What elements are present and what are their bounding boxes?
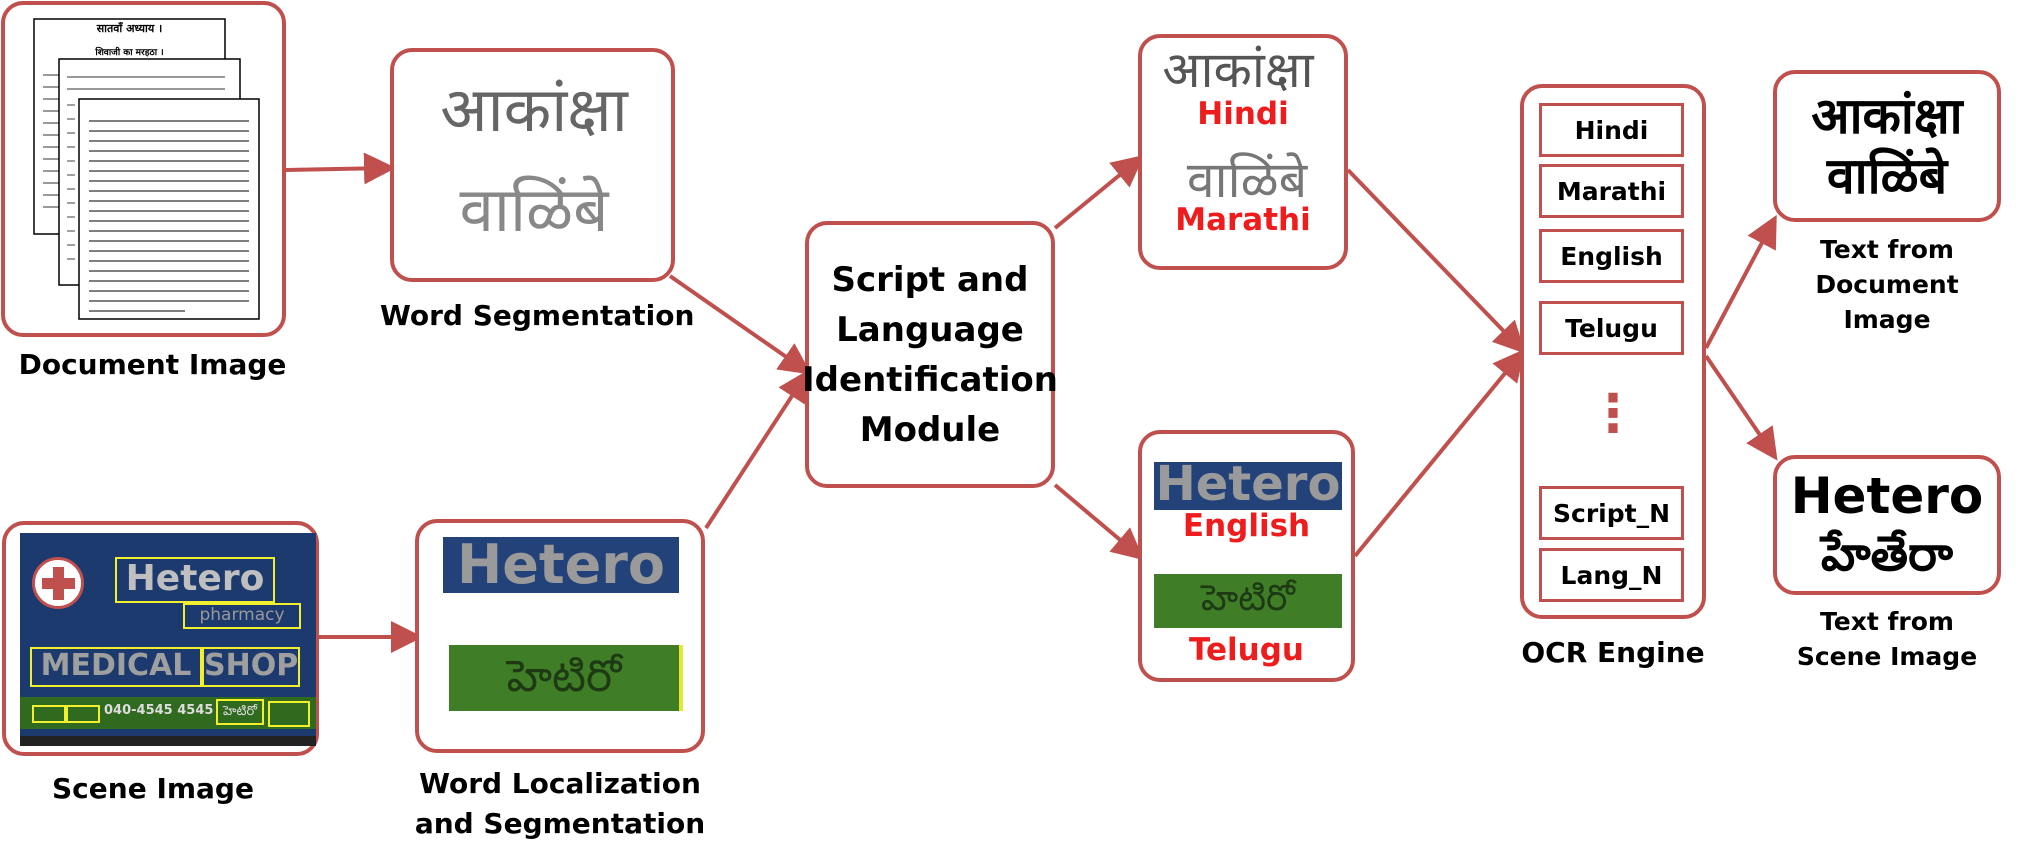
ocr-item-telugu: Telugu (1539, 301, 1684, 355)
localized-english-word: Hetero (443, 533, 679, 596)
document-subtitle: शिवाजी का मरहठा । (95, 48, 164, 58)
identified-telugu-word: హెటిరో (1154, 574, 1342, 628)
arrow-module-to-hindi-marathi (1053, 154, 1145, 230)
text-from-scene-line2: Scene Image (1796, 642, 1978, 671)
text-from-document-line1: Text from (1820, 235, 1954, 264)
scene-image-label: Scene Image (52, 772, 254, 805)
arrow-document-to-segmentation (284, 152, 396, 185)
ocr-item-english: English (1539, 229, 1684, 283)
arrow-localization-to-module (704, 369, 810, 530)
sign-telugu-small: హెటిరో (216, 699, 264, 725)
segmented-hindi-word: आकांक्षा (440, 73, 628, 146)
telugu-language-label: Telugu (1188, 632, 1304, 668)
ocr-item-lang-n: Lang_N (1539, 548, 1684, 602)
identified-english-word: Hetero (1154, 462, 1342, 510)
ocr-item-script-n: Script_N (1539, 486, 1684, 540)
identified-marathi-word: वाळिंबे (1186, 151, 1308, 209)
sign-sub: pharmacy (183, 603, 301, 629)
ocr-item-marathi: Marathi (1539, 164, 1684, 218)
ocr-engine-box: Hindi Marathi English Telugu ⋮ Script_N … (1520, 84, 1706, 619)
arrow-ocr-to-document-text (1704, 214, 1777, 349)
sign-bottom-strip: 040-4545 4545 హెటిరో (20, 697, 316, 729)
sign-brand: Hetero (115, 557, 275, 603)
word-localization-label-line1: Word Localization (419, 767, 701, 800)
english-telugu-box: Hetero English హెటిరో Telugu (1138, 430, 1355, 682)
text-from-document-label: Text from Document Image (1787, 232, 1987, 337)
module-title-line1: Script and (831, 259, 1029, 300)
word-localization-label-line2: and Segmentation (414, 807, 706, 840)
sign-phone: 040-4545 4545 (104, 703, 214, 718)
output-telugu-text: హేతేరా (1821, 526, 1953, 582)
text-from-document-line2: Document (1815, 270, 1959, 299)
module-title-line3: Identification (802, 359, 1058, 400)
localized-telugu-word: హెటిరో (449, 645, 683, 711)
sign-word-medical: MEDICAL (30, 647, 202, 687)
arrow-module-to-english-telugu (1053, 483, 1145, 561)
document-text-output-box: आकांक्षा वाळिंबे (1773, 70, 2001, 222)
ocr-item-hindi: Hindi (1539, 103, 1684, 157)
script-language-module-box: Script and Language Identification Modul… (802, 221, 1058, 488)
text-from-scene-label: Text from Scene Image (1787, 604, 1987, 674)
arrow-segmentation-to-module (668, 274, 812, 375)
text-from-scene-line1: Text from (1820, 607, 1954, 636)
module-title-line2: Language (836, 309, 1024, 350)
scene-image-box: Hetero pharmacy MEDICAL SHOP 040-4545 45… (2, 521, 319, 756)
ocr-engine-label: OCR Engine (1521, 636, 1705, 669)
arrow-hindi-marathi-to-ocr (1346, 168, 1526, 354)
document-image-box: सातवाँ अध्याय । शिवाजी का मरहठा । (1, 1, 286, 337)
document-chapter-title: सातवाँ अध्याय । (96, 22, 163, 35)
word-segmentation-box: आकांक्षा वाळिंबे (390, 48, 675, 282)
arrow-ocr-to-scene-text (1704, 354, 1778, 461)
ocr-ellipsis: ⋮ (1587, 384, 1639, 444)
identified-hindi-word: आकांक्षा (1162, 41, 1314, 99)
word-localization-label: Word Localization and Segmentation (410, 764, 710, 844)
sign-word-shop: SHOP (202, 647, 300, 687)
output-english-text: Hetero (1790, 467, 1984, 525)
document-pages (33, 18, 260, 320)
text-from-document-line3: Image (1843, 305, 1931, 334)
output-marathi-text: वाळिंबे (1826, 147, 1948, 205)
marathi-language-label: Marathi (1175, 202, 1311, 238)
hindi-marathi-box: आकांक्षा Hindi वाळिंबे Marathi (1138, 34, 1348, 270)
pharmacy-cross-icon (32, 557, 84, 609)
document-image-label: Document Image (18, 348, 287, 381)
english-language-label: English (1182, 508, 1311, 544)
hindi-language-label: Hindi (1197, 96, 1289, 132)
module-title-line4: Module (859, 409, 1001, 450)
output-hindi-text: आकांक्षा (1811, 87, 1963, 145)
word-segmentation-label: Word Segmentation (380, 299, 695, 332)
scene-text-output-box: Hetero హేతేరా (1773, 455, 2001, 595)
segmented-marathi-word: वाळिंबे (459, 173, 609, 246)
scene-sign: Hetero pharmacy MEDICAL SHOP 040-4545 45… (20, 533, 316, 746)
word-localization-box: Hetero హెటిరో (415, 519, 705, 753)
arrow-english-telugu-to-ocr (1353, 348, 1526, 558)
